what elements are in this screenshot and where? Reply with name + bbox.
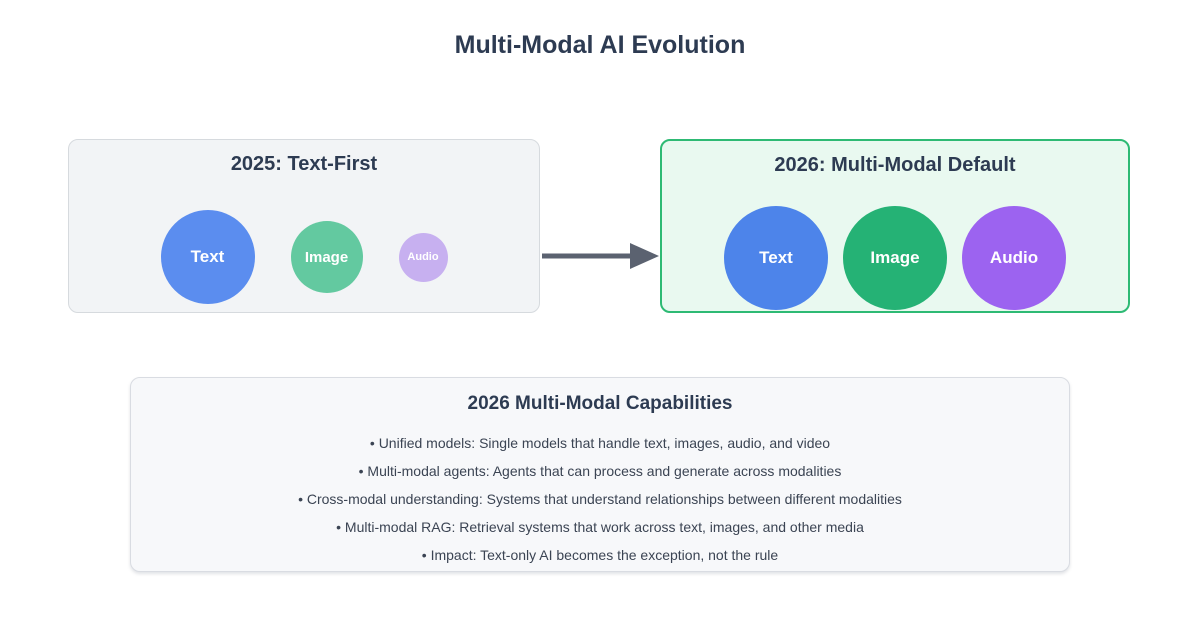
capability-list-item: • Cross-modal understanding: Systems tha… (298, 491, 902, 507)
capability-list-item: • Multi-modal RAG: Retrieval systems tha… (336, 519, 864, 535)
modality-circle: Text (724, 206, 828, 310)
capabilities-list: • Unified models: Single models that han… (131, 429, 1069, 569)
page-title: Multi-Modal AI Evolution (454, 31, 746, 59)
modality-circle: Image (290, 221, 363, 293)
capabilities-box: 2026 Multi-Modal Capabilities • Unified … (130, 377, 1070, 572)
panel-2026-title: 2026: Multi-Modal Default (774, 154, 1016, 176)
modality-circle-label: Audio (407, 251, 439, 263)
modality-circle: Image (843, 206, 947, 310)
modality-circle-label: Image (870, 248, 920, 267)
modality-circle: Audio (398, 232, 448, 282)
capabilities-title: 2026 Multi-Modal Capabilities (467, 393, 733, 414)
capability-list-item: • Impact: Text-only AI becomes the excep… (421, 547, 779, 563)
modality-circle: Audio (962, 206, 1066, 310)
modality-circle-label: Text (759, 248, 793, 267)
modality-circles-2025: Text Image Audio (69, 210, 539, 304)
modality-circle: Text (160, 210, 255, 304)
modality-circle-label: Audio (989, 248, 1039, 267)
arrow-head (630, 243, 659, 269)
transition-arrow-icon (542, 243, 659, 269)
modality-circle-label: Text (190, 247, 225, 266)
panel-2025-text-first: 2025: Text-First Text Image Audio (68, 139, 540, 313)
modality-circle-label: Image (304, 248, 349, 266)
capability-list-item: • Unified models: Single models that han… (369, 435, 831, 451)
panel-2026-multi-modal-default: 2026: Multi-Modal Default Text Image Aud… (660, 139, 1130, 313)
panel-2025-title: 2025: Text-First (230, 153, 378, 175)
capability-list-item: • Multi-modal agents: Agents that can pr… (358, 463, 842, 479)
modality-circles-2026: Text Image Audio (662, 206, 1128, 310)
